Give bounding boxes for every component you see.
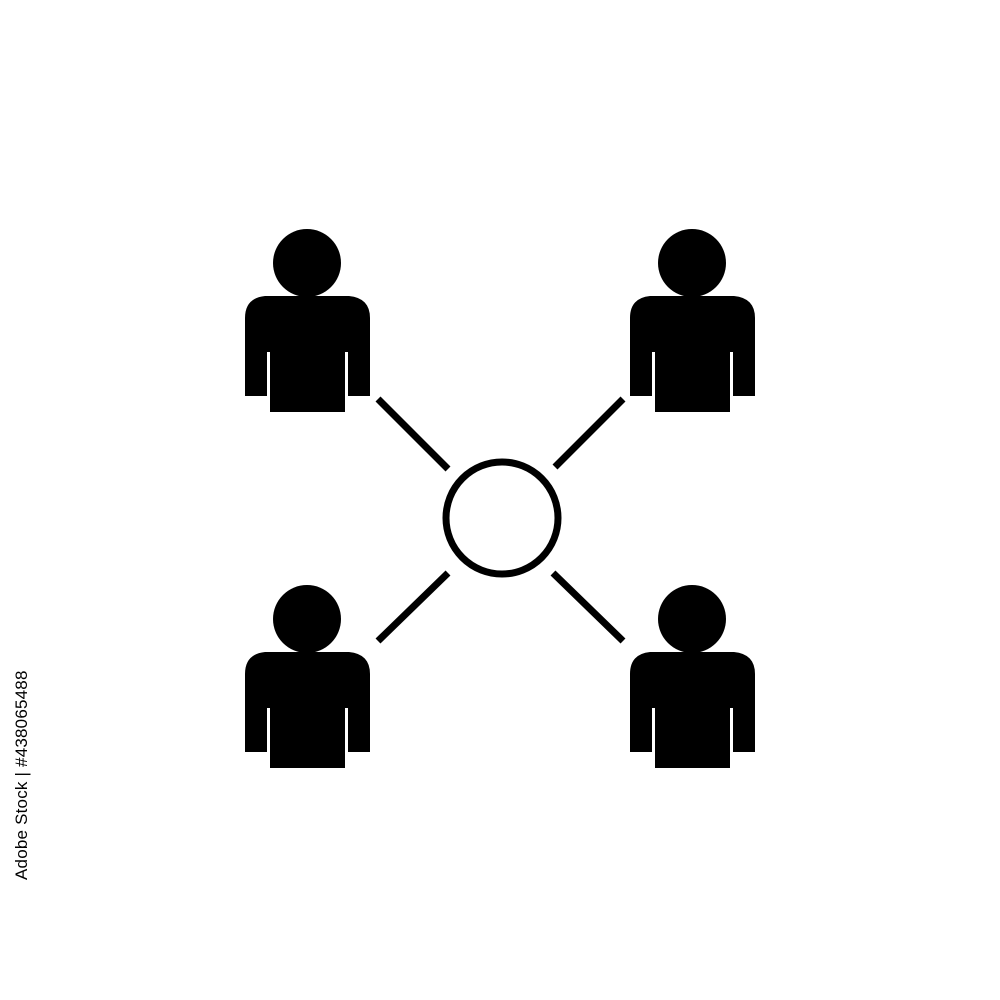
person-icon-top-right (630, 229, 755, 412)
connector-line-top-left (375, 396, 451, 472)
person-icon-bottom-left (245, 585, 370, 768)
hub-circle-icon (442, 458, 562, 578)
person-icon-bottom-right (630, 585, 755, 768)
person-icon-top-left (245, 229, 370, 412)
connector-line-bottom-right (550, 570, 626, 644)
connector-line-bottom-left (375, 570, 451, 644)
stock-id-watermark: Adobe Stock | #438065488 (12, 670, 31, 880)
connector-line-top-right (552, 396, 626, 470)
